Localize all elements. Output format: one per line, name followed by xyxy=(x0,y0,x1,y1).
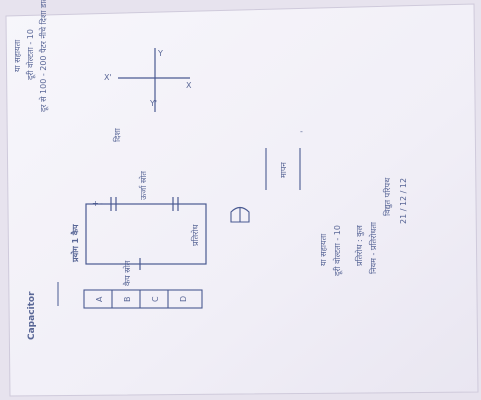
axis-label-bottom: Y' xyxy=(150,99,158,108)
key-symbol xyxy=(230,206,250,223)
circuit-mark-minus: - xyxy=(100,199,103,208)
right-note-4: नियम - प्रतिरोधता xyxy=(369,222,378,274)
axis-label-right: X xyxy=(186,81,192,90)
axis-label-top: Y xyxy=(158,49,163,58)
circuit-bottom-label: कैप स्रोत xyxy=(123,260,132,286)
right-note-5: विद्युत परिपथ xyxy=(383,177,392,216)
header-note-3: दूर से 100 - 200 पैटर नीचे दिशा डालना xyxy=(39,0,48,112)
circuit-right-label: प्रतिरोध xyxy=(191,224,200,246)
footer-signature: Capacitor xyxy=(27,291,37,340)
circuit-top-label: ऊर्जा स्रोत xyxy=(139,171,148,200)
strip-label-d: D xyxy=(179,295,188,302)
circuit-diagram xyxy=(85,197,207,270)
circuit-loop xyxy=(85,203,207,265)
header-note-1: या सहायता xyxy=(13,39,22,72)
right-note-6: 21 / 12 / 12 xyxy=(399,177,408,224)
strip-figure xyxy=(83,289,203,309)
strip-rect xyxy=(83,289,203,309)
margin-label: दिशा xyxy=(113,128,122,142)
right-note-1: या सहायता xyxy=(319,233,328,266)
header-note-2: दूरी वोल्टता - 10 xyxy=(26,29,35,80)
center-measure-label: मापन xyxy=(279,162,288,178)
circuit-title: प्रयोग 1 कैप xyxy=(71,224,80,262)
axis-label-left: X' xyxy=(104,73,112,82)
right-note-3: प्रतिरोध : कुल xyxy=(355,225,364,266)
paper-outline xyxy=(5,3,479,397)
strip-label-b: B xyxy=(123,296,132,303)
right-note-2: दूरी वोल्टता - 10 xyxy=(333,225,342,276)
center-dash-mark: - xyxy=(300,127,303,136)
strip-label-a: A xyxy=(95,296,104,302)
center-measure-lines xyxy=(265,148,301,190)
circuit-mark-plus: + xyxy=(92,199,99,208)
axes-sketch-lines xyxy=(118,48,190,112)
strip-label-c: C xyxy=(151,296,160,302)
